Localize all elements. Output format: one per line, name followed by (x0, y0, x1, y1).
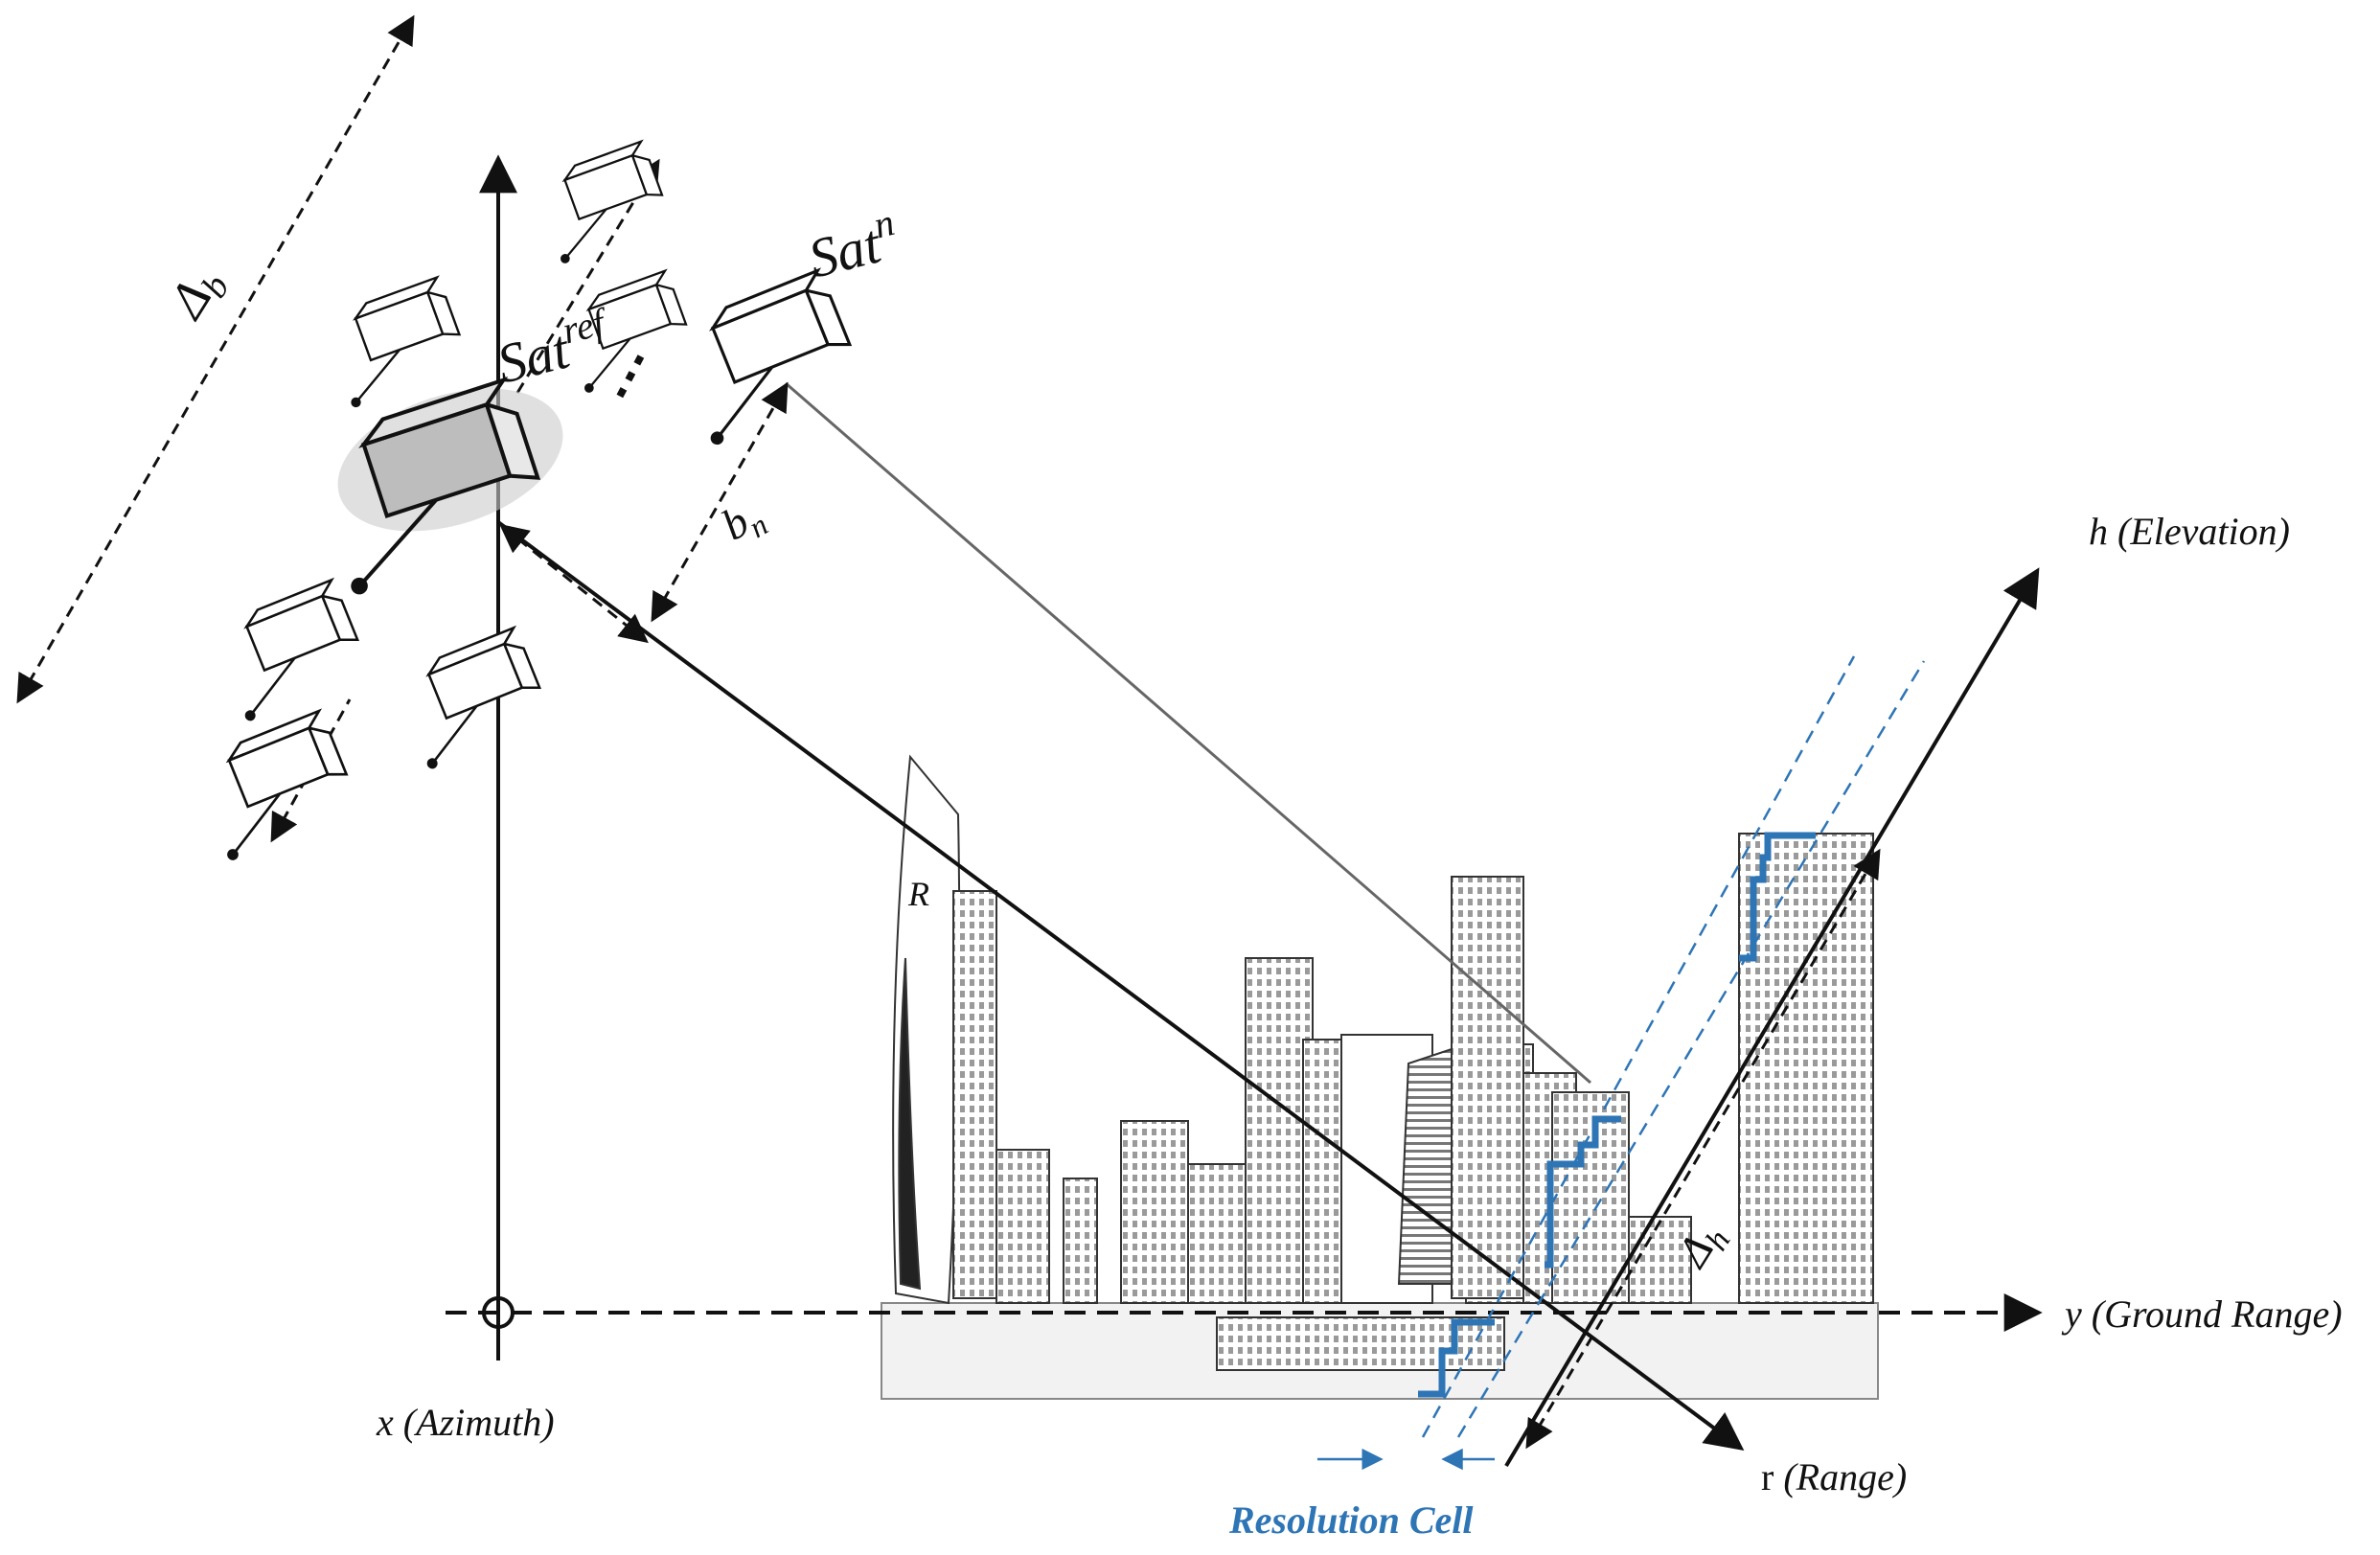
sat-ref-offset-arrow (499, 523, 649, 644)
origin-marker (482, 1296, 515, 1329)
r-range-label: r(Range) (1761, 1455, 1907, 1498)
city-skyline (881, 754, 1879, 1400)
tower-curved-shadow (898, 957, 922, 1291)
y-ground-range-label: y(Ground Range) (2061, 1292, 2343, 1336)
satellite-stack-1 (560, 139, 664, 263)
satellite-stack-5 (425, 625, 542, 769)
h-elevation-label: h(Elevation) (2089, 510, 2290, 553)
sat-n-line-of-sight (785, 381, 1591, 1085)
satellite-stack-upper-arrow (515, 158, 660, 394)
r-label: R (907, 875, 929, 913)
building-e (1245, 957, 1314, 1304)
satellite-stack-4 (243, 577, 360, 721)
building-b (1063, 1178, 1098, 1304)
resolution-cell-boundary-right (1456, 660, 1926, 1438)
satellite-n (708, 267, 853, 446)
scatterer-profile-top (1739, 832, 1816, 962)
scatterer-profile-ground (1418, 1318, 1495, 1398)
scatterer-profile-mid (1545, 1115, 1621, 1269)
building-c (1120, 1120, 1189, 1304)
tower-slim (952, 890, 997, 1299)
building-a (995, 1149, 1050, 1304)
satellite-stack-6 (225, 708, 349, 860)
tower-right (1738, 833, 1874, 1304)
resolution-cell (1317, 655, 1926, 1471)
labels: Δb Satn Satref ⋮ bn R h(Elevation) y(Gro… (156, 200, 2342, 1542)
x-azimuth-label: x(Azimuth) (376, 1401, 555, 1444)
resolution-cell-boundary-left (1421, 655, 1856, 1438)
delta-b-label: Δb (156, 256, 238, 332)
satellite-stack-3 (351, 275, 462, 408)
resolution-cell-label: Resolution Cell (1228, 1498, 1474, 1542)
bn-arrow (651, 381, 789, 623)
satellites (225, 139, 853, 860)
tower-tall-mid (1451, 876, 1524, 1299)
building-d (1187, 1163, 1256, 1304)
satellite-stack-2 (584, 268, 688, 393)
sat-n-label: Satn (800, 200, 904, 290)
satellite-reference (337, 376, 563, 595)
building-j (1551, 1091, 1630, 1304)
delta-b-arrow (16, 14, 415, 704)
